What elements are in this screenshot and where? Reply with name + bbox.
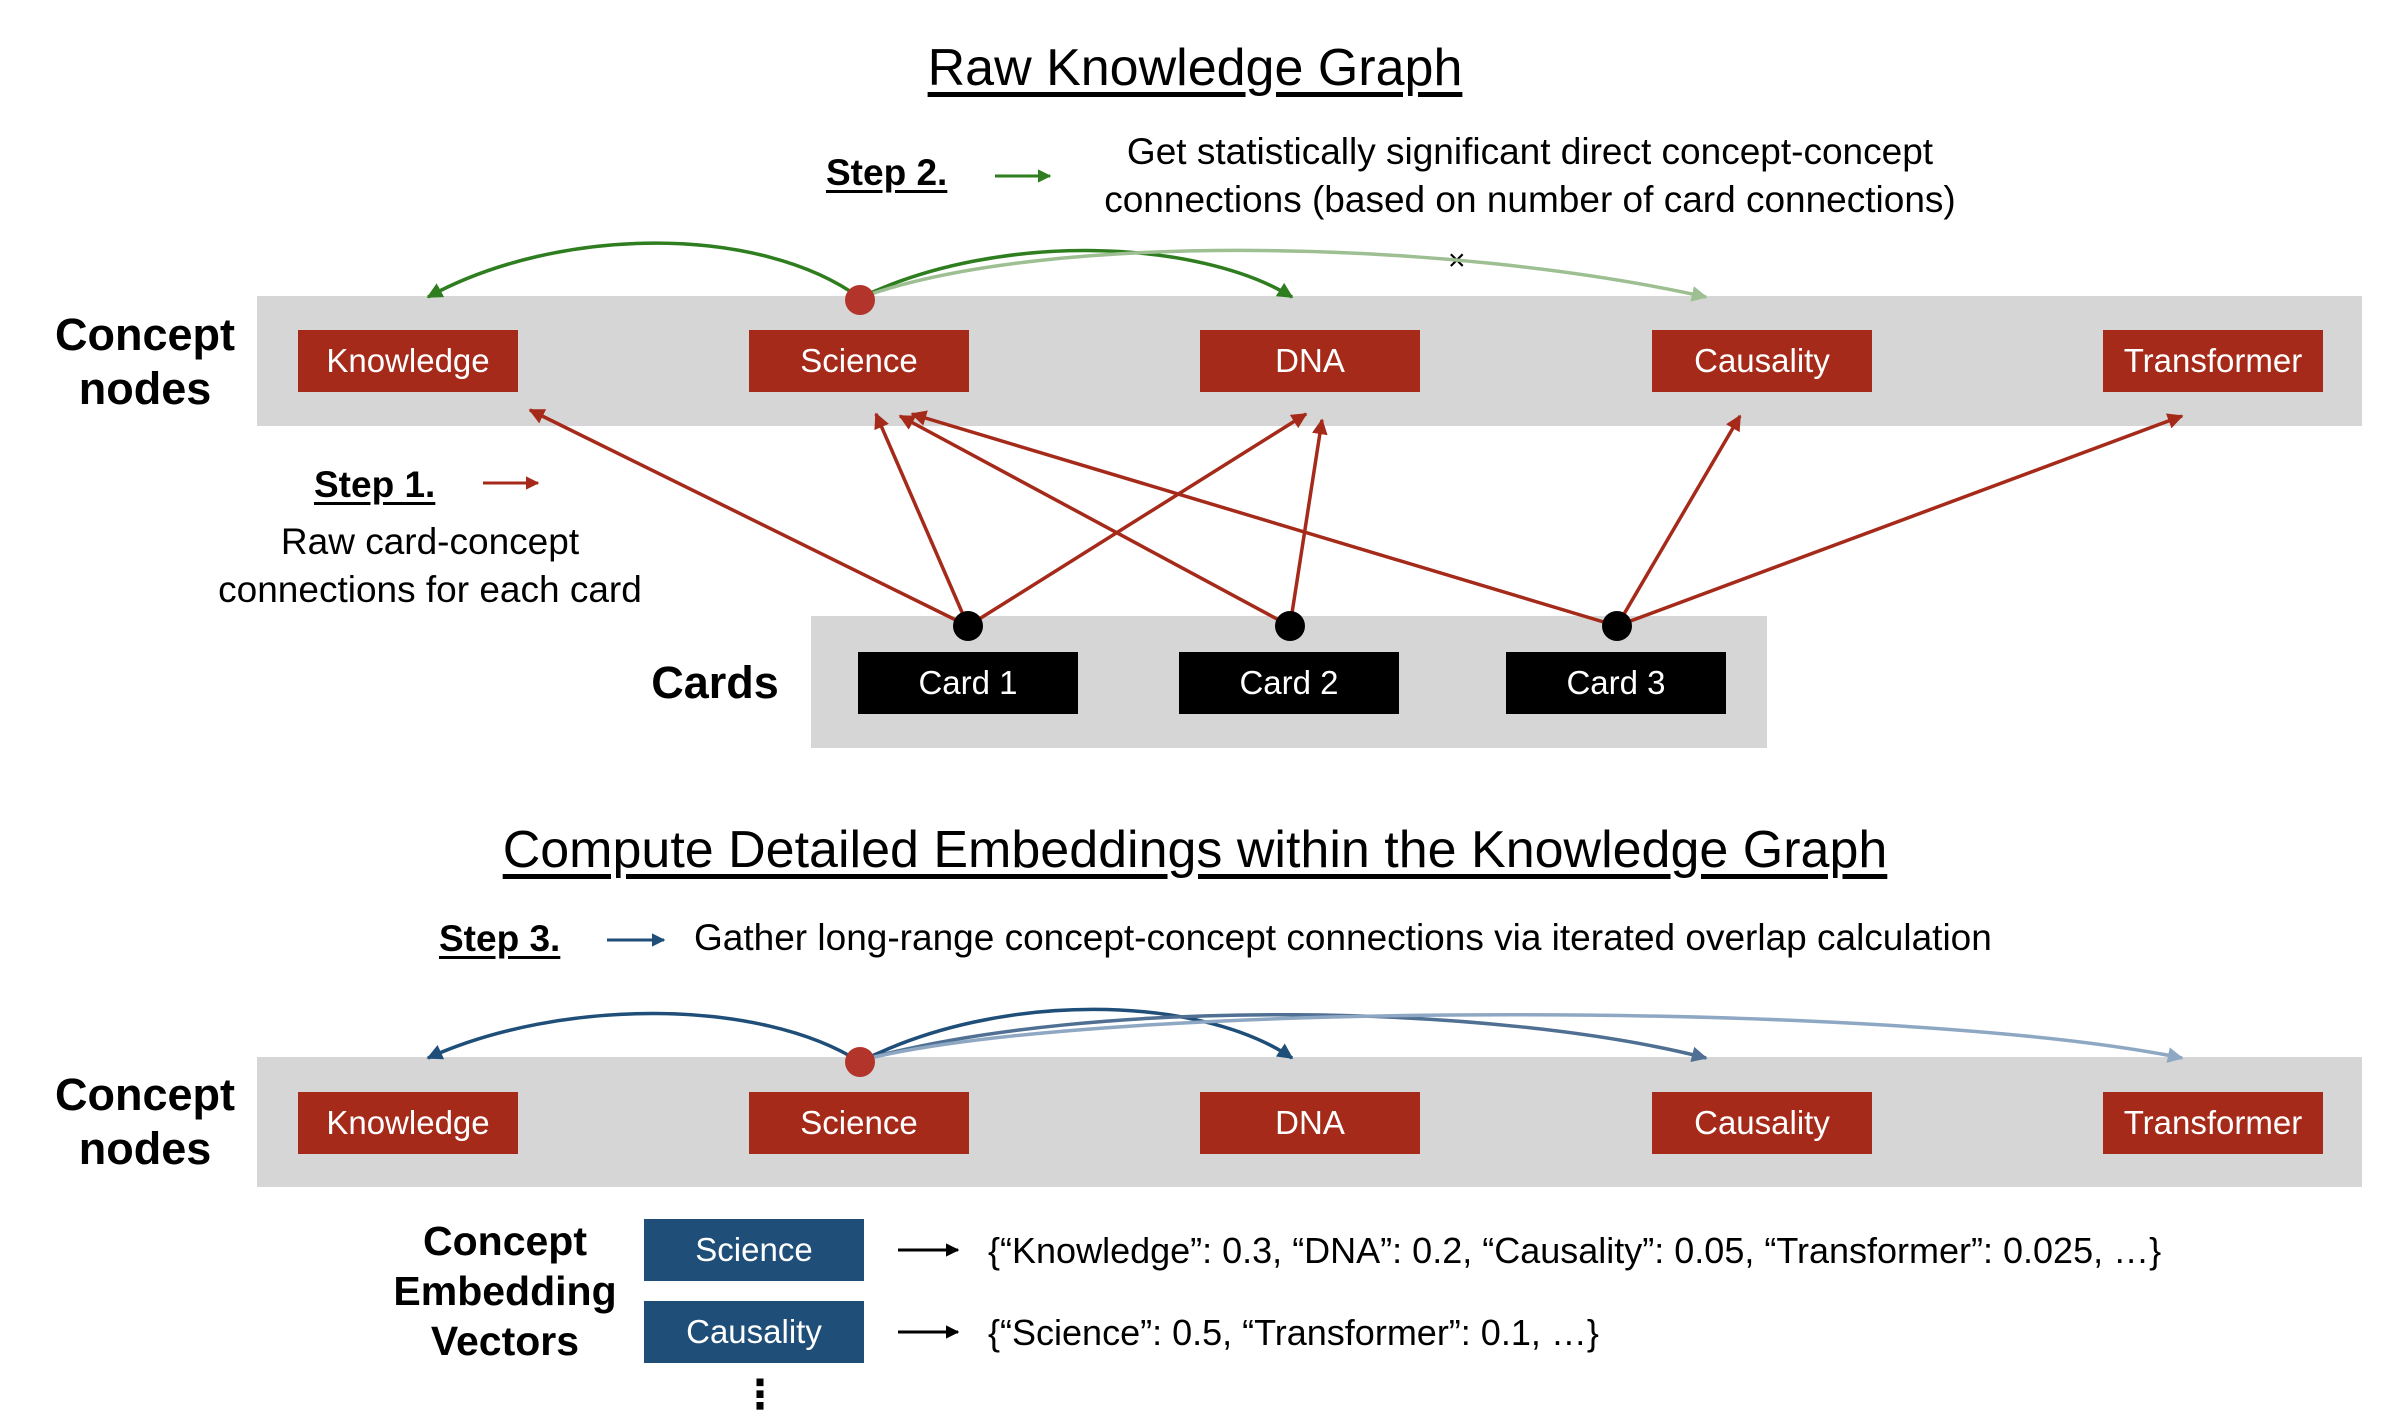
- card1-source-dot: [953, 611, 983, 641]
- card2-source-dot: [1275, 611, 1305, 641]
- bottom-concept-science[interactable]: Science: [749, 1092, 969, 1154]
- step2-desc-line1: Get statistically significant direct con…: [1126, 131, 1934, 172]
- link-card3-causality: [1615, 414, 1742, 627]
- top-concept-dna[interactable]: DNA: [1200, 330, 1420, 392]
- science-source-dot-top: [845, 285, 875, 315]
- top-concept-label-line2: nodes: [78, 363, 212, 414]
- bottom-concept-label-line1: Concept: [55, 1069, 235, 1120]
- top-concept-science[interactable]: Science: [749, 330, 969, 392]
- step3-label: Step 3.: [439, 918, 561, 959]
- embedding-vectors-label: Concept Embedding Vectors: [370, 1216, 640, 1366]
- link-card2-dna: [1288, 418, 1328, 627]
- arc-science-causality-rejected: [861, 248, 1708, 302]
- link-card3-transformer: [1616, 413, 2184, 628]
- step1-desc-line1: Raw card-concept: [280, 521, 580, 562]
- bottom-concept-label-line2: nodes: [78, 1123, 212, 1174]
- science-source-dot-bottom: [845, 1047, 875, 1077]
- top-concept-label-line1: Concept: [55, 309, 235, 360]
- link-card1-science: [874, 412, 970, 627]
- cards-label: Cards: [651, 657, 779, 708]
- arc-science-knowledge-long: [426, 1011, 861, 1064]
- step2-description: Get statistically significant direct con…: [1030, 128, 2030, 224]
- top-concept-nodes-label: Concept nodes: [30, 308, 260, 416]
- top-title: Raw Knowledge Graph: [927, 39, 1463, 97]
- bottom-concept-causality[interactable]: Causality: [1652, 1092, 1872, 1154]
- arc-science-causality-long: [861, 1012, 1708, 1063]
- arc-science-dna-long: [859, 1007, 1294, 1064]
- card-2[interactable]: Card 2: [1179, 652, 1399, 714]
- link-card1-knowledge: [528, 408, 969, 628]
- arc-science-dna: [859, 248, 1294, 300]
- card3-source-dot: [1602, 611, 1632, 641]
- bottom-concept-transformer[interactable]: Transformer: [2103, 1092, 2323, 1154]
- arc-science-transformer-long: [861, 1013, 2184, 1063]
- embedding-label-line3: Vectors: [430, 1318, 580, 1364]
- vector-causality-value: {“Science”: 0.5, “Transformer”: 0.1, …}: [988, 1312, 1599, 1353]
- bottom-title: Compute Detailed Embeddings within the K…: [502, 821, 1888, 879]
- link-card1-dna: [967, 412, 1308, 628]
- bottom-concept-dna[interactable]: DNA: [1200, 1092, 1420, 1154]
- card-1[interactable]: Card 1: [858, 652, 1078, 714]
- embedding-label-line1: Concept: [423, 1218, 587, 1264]
- top-concept-knowledge[interactable]: Knowledge: [298, 330, 518, 392]
- step1-label: Step 1.: [314, 464, 436, 505]
- top-concept-transformer[interactable]: Transformer: [2103, 330, 2323, 392]
- vector-science-value: {“Knowledge”: 0.3, “DNA”: 0.2, “Causalit…: [988, 1230, 2162, 1271]
- card-3[interactable]: Card 3: [1506, 652, 1726, 714]
- more-vectors-ellipsis: ⋮: [740, 1373, 780, 1417]
- link-card3-science: [910, 410, 1618, 628]
- vector-science[interactable]: Science: [644, 1219, 864, 1281]
- vector-causality[interactable]: Causality: [644, 1301, 864, 1363]
- top-concept-causality[interactable]: Causality: [1652, 330, 1872, 392]
- step2-label: Step 2.: [826, 152, 948, 193]
- link-card2-science: [898, 414, 1291, 628]
- step2-desc-line2: connections (based on number of card con…: [1104, 179, 1956, 220]
- step1-description: Raw card-concept connections for each ca…: [170, 518, 690, 614]
- bottom-concept-nodes-label: Concept nodes: [30, 1068, 260, 1176]
- arc-science-knowledge: [426, 241, 862, 300]
- step1-desc-line2: connections for each card: [218, 569, 642, 610]
- step3-description: Gather long-range concept-concept connec…: [694, 917, 1992, 958]
- embedding-label-line2: Embedding: [393, 1268, 617, 1314]
- bottom-concept-knowledge[interactable]: Knowledge: [298, 1092, 518, 1154]
